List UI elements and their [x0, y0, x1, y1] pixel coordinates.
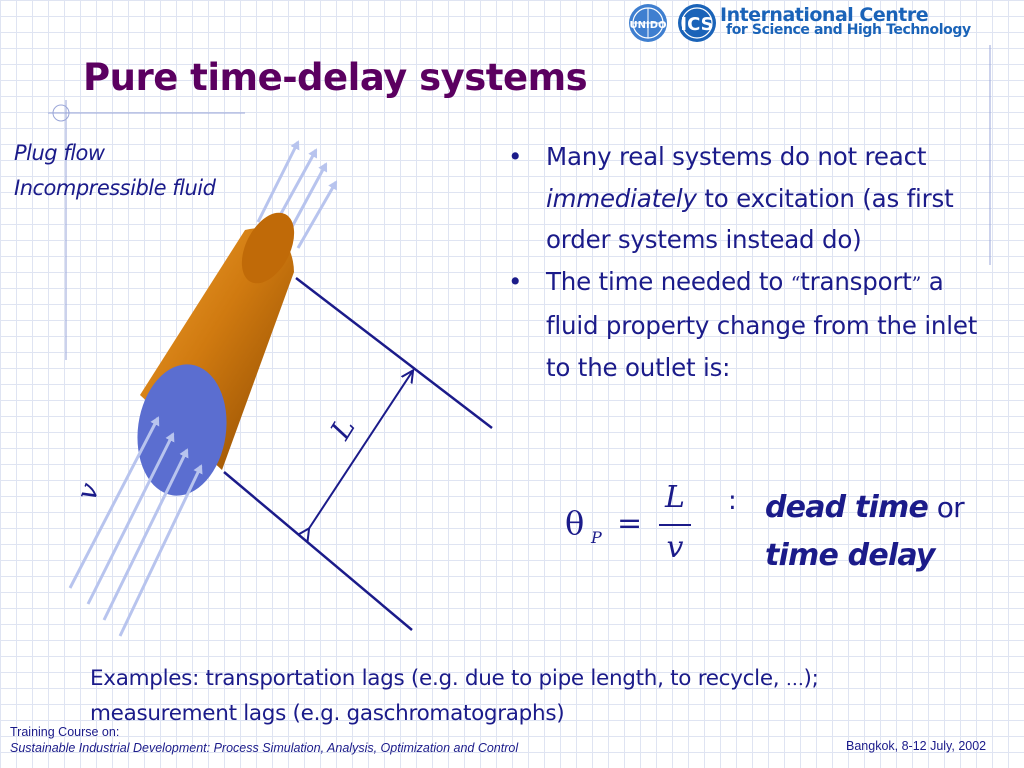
logo-line-1: International Centre — [720, 4, 929, 26]
footer-course: Training Course on: Sustainable Industri… — [10, 724, 518, 756]
length-dimension — [223, 277, 493, 631]
examples-line-2: measurement lags (e.g. gaschromatographs… — [90, 701, 565, 726]
ics-icon: ICS — [678, 4, 716, 42]
emphasis-immediately: immediately — [546, 183, 697, 213]
term-dead-time: dead time — [765, 490, 929, 525]
formula-subscript: P — [591, 528, 602, 547]
length-label: L — [323, 412, 361, 446]
term-or: or — [936, 491, 965, 524]
outlet-flow-arrows — [256, 140, 338, 249]
page-title: Pure time-delay systems — [83, 56, 588, 99]
dead-time-definition: dead time or time delay — [765, 484, 1015, 580]
formula-numerator: L — [665, 480, 685, 515]
svg-text:ICS: ICS — [680, 14, 713, 35]
footer-course-name: Sustainable Industrial Development: Proc… — [10, 741, 519, 755]
incompressible-label: Incompressible fluid — [14, 176, 216, 200]
unido-icon: UNIDO — [629, 4, 667, 42]
formula-denominator: v — [666, 530, 684, 565]
velocity-label: v — [70, 478, 106, 504]
svg-text:UNIDO: UNIDO — [629, 20, 666, 31]
logo: UNIDO ICS — [629, 4, 716, 42]
pipe — [137, 212, 295, 496]
logo-line-2: for Science and High Technology — [726, 22, 971, 38]
formula-equals: = — [617, 506, 643, 541]
definition-colon: : — [728, 486, 737, 516]
plug-flow-label: Plug flow — [14, 141, 105, 165]
flow-assumptions: Plug flow Incompressible fluid — [14, 136, 216, 206]
inlet-flow-arrows — [68, 416, 203, 637]
footer-course-label: Training Course on: — [10, 725, 120, 739]
term-time-delay: time delay — [765, 538, 935, 573]
examples-text: Examples: transportation lags (e.g. due … — [90, 662, 990, 731]
bullet-item: Many real systems do not react immediate… — [508, 136, 998, 261]
fraction-bar — [659, 524, 691, 526]
bullet-list: Many real systems do not react immediate… — [508, 136, 998, 389]
formula-theta: θ — [565, 504, 585, 542]
bullet-item: The time needed to “transport” a fluid p… — [508, 261, 998, 389]
footer-location-date: Bangkok, 8-12 July, 2002 — [846, 739, 987, 753]
dead-time-formula: θ P = L v — [565, 480, 695, 580]
formula-fraction: L v — [657, 480, 693, 565]
examples-line-1: Examples: transportation lags (e.g. due … — [90, 666, 819, 691]
pipe-inlet-face — [137, 364, 227, 496]
